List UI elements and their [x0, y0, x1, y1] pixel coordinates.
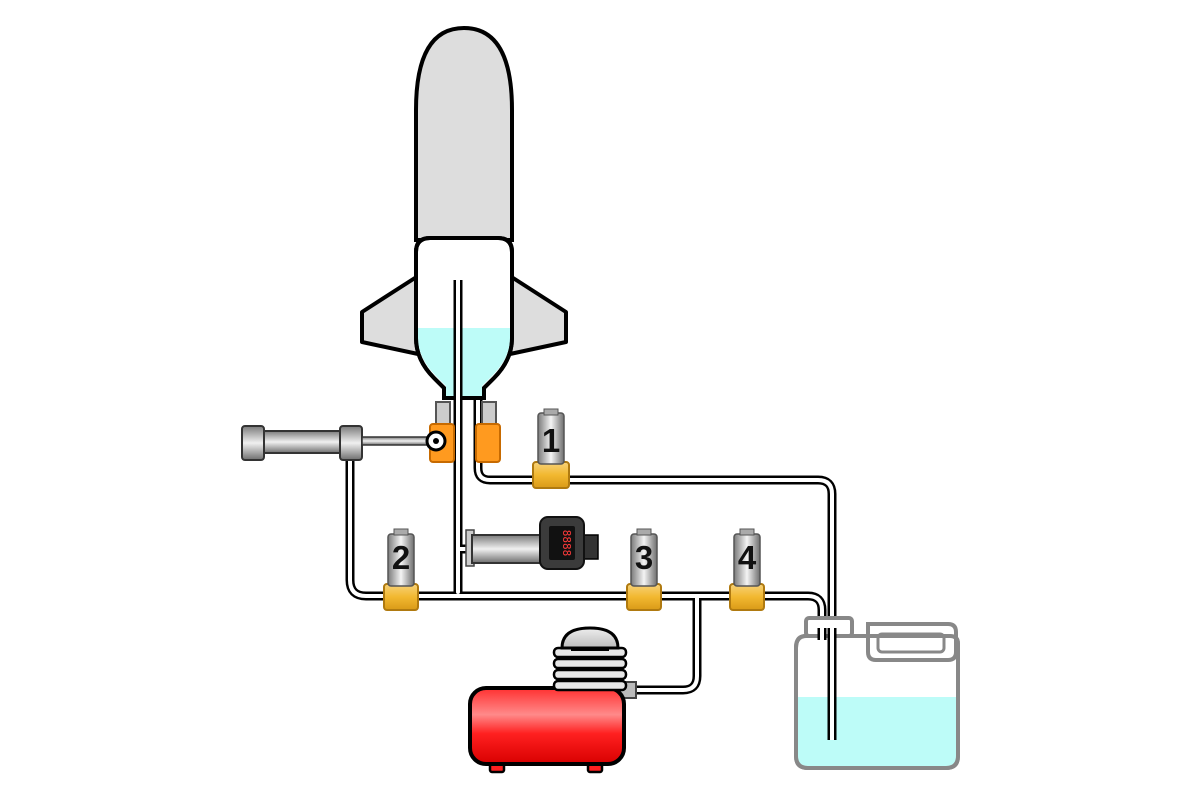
valve-4-label: 4: [738, 539, 757, 576]
piston-endcap-right: [339, 425, 363, 461]
compressor-dome: [560, 626, 620, 650]
release-collar-right: [475, 423, 501, 463]
valve-3[interactable]: 3: [626, 528, 662, 611]
air-compressor: [468, 626, 637, 774]
digital-pressure-gauge: 8888: [465, 516, 599, 570]
gauge-display: [549, 526, 575, 560]
compressor-cooling-fins: [552, 646, 628, 692]
piston-rod: [361, 436, 433, 446]
valve-2[interactable]: 2: [383, 528, 419, 611]
launch-release-mechanism: [241, 401, 501, 463]
piston-endcap-left: [241, 425, 265, 461]
gauge-readout: 8888: [560, 530, 573, 557]
valve-1[interactable]: 1: [532, 408, 570, 489]
rocket-fin-left: [360, 274, 420, 356]
valve-3-label: 3: [635, 539, 653, 576]
valve-2-label: 2: [392, 539, 410, 576]
rocket-water: [418, 328, 510, 396]
release-clamp-right: [481, 401, 497, 425]
gauge-stem: [471, 534, 541, 564]
release-clamp-left: [435, 401, 451, 425]
rocket-nose-cone: [414, 25, 514, 242]
jerrycan-water: [798, 697, 956, 766]
valve-1-label: 1: [542, 422, 560, 459]
rocket-fin-right: [508, 274, 568, 356]
water-jerrycan: [794, 616, 960, 770]
compressor-tank: [468, 686, 626, 766]
piston-cylinder: [261, 430, 343, 454]
bottle-rocket: [360, 25, 568, 400]
valve-group: 1 2 3 4: [383, 408, 765, 611]
valve-4[interactable]: 4: [729, 528, 765, 611]
